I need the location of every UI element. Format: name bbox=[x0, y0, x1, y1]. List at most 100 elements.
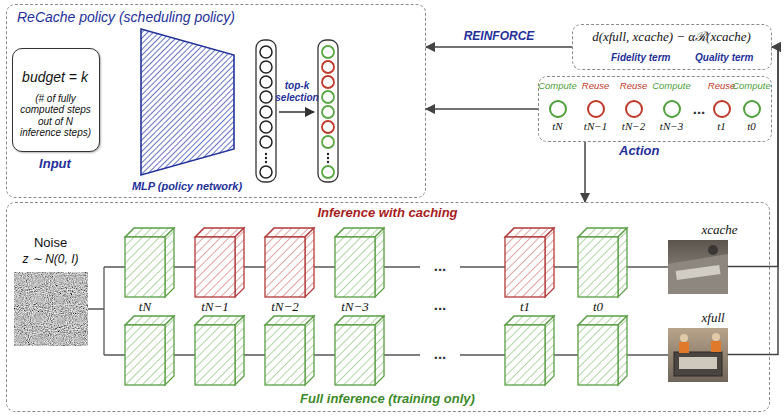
node-heading: ReCache policy (scheduling policy) bbox=[17, 9, 235, 25]
step-label: tN−2 bbox=[271, 300, 299, 315]
node-text: tN−1 bbox=[566, 120, 626, 133]
ellipsis: ... bbox=[434, 296, 447, 313]
step-circle: Computet0 bbox=[734, 81, 770, 135]
node-heading: d(xfull, xcache) − αℛ(xcache) bbox=[573, 30, 770, 45]
policy-output-column bbox=[260, 136, 272, 148]
output-photo bbox=[668, 240, 728, 294]
ellipsis: ... bbox=[434, 345, 447, 362]
output-image: xfull bbox=[668, 328, 728, 382]
circle-outline bbox=[550, 101, 566, 117]
policy-output-column bbox=[260, 166, 272, 178]
full-row-blocks bbox=[335, 316, 384, 385]
node-text: Full inference (training only) bbox=[7, 392, 768, 407]
policy-output-column bbox=[260, 106, 272, 118]
connector-arrow bbox=[426, 108, 538, 110]
policy-output-column bbox=[265, 153, 267, 155]
policy-output-column bbox=[256, 40, 276, 182]
circle-outline bbox=[664, 101, 680, 117]
noise-image: Noisez ∼ N(0, I) bbox=[14, 272, 88, 346]
node-text: tN−3 bbox=[642, 120, 702, 133]
node-heading: Compute bbox=[642, 81, 702, 92]
cache-row-blocks bbox=[125, 228, 627, 297]
node-heading: MLP (policy network) bbox=[120, 180, 255, 193]
output-photo bbox=[676, 265, 721, 280]
node-text: Fidelity term bbox=[611, 52, 670, 64]
selected-steps-column bbox=[327, 157, 329, 159]
selected-steps-column bbox=[322, 46, 334, 58]
output-photo bbox=[679, 357, 717, 369]
cache-row-blocks bbox=[195, 228, 244, 297]
node-text: Input bbox=[13, 157, 98, 172]
trapezoid-shape bbox=[140, 28, 235, 176]
policy-output-column bbox=[260, 76, 272, 88]
node-text: Quality term bbox=[695, 52, 753, 64]
step-circle: ComputetN−3 bbox=[654, 81, 690, 135]
selected-steps-column bbox=[322, 61, 334, 73]
wire bbox=[88, 267, 125, 355]
selected-steps-column bbox=[327, 153, 329, 155]
step-circle: ReusetN−1 bbox=[578, 81, 614, 135]
noise-pattern bbox=[14, 272, 88, 346]
step-label: t1 bbox=[520, 300, 530, 315]
output-photo bbox=[668, 328, 728, 382]
node-heading: Compute bbox=[528, 81, 588, 92]
output-photo bbox=[668, 254, 728, 294]
full-row-blocks bbox=[125, 316, 627, 385]
edge-label: REINFORCE bbox=[464, 30, 535, 44]
step-label: t0 bbox=[593, 300, 603, 315]
policy-panel: ReCache policy (scheduling policy) budget… bbox=[6, 4, 426, 198]
policy-output-column bbox=[260, 46, 272, 58]
selected-steps-column bbox=[327, 161, 329, 163]
input-box: budget = k (# of fully computed steps out… bbox=[12, 48, 100, 152]
node-text: tN bbox=[528, 120, 588, 133]
mlp-network: MLP (policy network) bbox=[140, 28, 235, 176]
ellipsis: ... bbox=[434, 257, 447, 274]
node-heading: Compute bbox=[722, 81, 782, 92]
node-text: t0 bbox=[722, 120, 782, 133]
step-label: tN bbox=[139, 300, 151, 315]
cache-row-blocks bbox=[125, 228, 174, 297]
connector-arrow bbox=[426, 46, 572, 48]
step-circle: ReusetN−2 bbox=[616, 81, 652, 135]
selected-steps-column bbox=[322, 91, 334, 103]
selected-steps-column bbox=[318, 40, 338, 182]
output-image: xcache bbox=[668, 240, 728, 294]
connector-arrow bbox=[728, 47, 779, 355]
node-text: z ∼ N(0, I) bbox=[2, 253, 100, 267]
cache-row-blocks bbox=[505, 228, 554, 297]
action-box: ActionComputetNReusetN−1ReusetN−2Compute… bbox=[538, 76, 772, 142]
policy-output-column bbox=[260, 61, 272, 73]
caching-panel: Inference with cachingFull inference (tr… bbox=[6, 202, 770, 412]
ellipsis: ... bbox=[693, 100, 706, 117]
output-photo bbox=[711, 341, 721, 352]
selection-label: top-k selection bbox=[272, 80, 322, 103]
policy-output-column bbox=[260, 91, 272, 103]
circle-outline bbox=[744, 101, 760, 117]
node-heading: xcache bbox=[702, 223, 738, 238]
output-photo bbox=[674, 352, 722, 376]
node-heading: budget = k bbox=[13, 69, 98, 85]
step-label: tN−3 bbox=[341, 300, 369, 315]
reward-box: d(xfull, xcache) − αℛ(xcache) Fidelity te… bbox=[572, 24, 772, 70]
step-label: tN−1 bbox=[201, 300, 229, 315]
cache-row-blocks bbox=[578, 228, 627, 297]
selected-steps-column bbox=[322, 106, 334, 118]
full-row-blocks bbox=[265, 316, 314, 385]
full-row-blocks bbox=[195, 316, 244, 385]
node-heading: Noise bbox=[2, 236, 100, 251]
node-text: t1 bbox=[692, 120, 752, 133]
selected-steps-column bbox=[318, 40, 338, 182]
step-circle: ComputetN bbox=[540, 81, 576, 135]
circle-outline bbox=[714, 101, 730, 117]
connector-group bbox=[426, 47, 778, 355]
cache-row-blocks bbox=[265, 228, 314, 297]
selected-steps-column bbox=[322, 166, 334, 178]
node-text: (# of fully computed steps out of N infe… bbox=[17, 93, 95, 139]
cache-row-blocks bbox=[335, 228, 384, 297]
policy-output-column bbox=[265, 157, 267, 159]
node-heading: Inference with caching bbox=[7, 206, 768, 221]
node-text: tN−2 bbox=[604, 120, 664, 133]
